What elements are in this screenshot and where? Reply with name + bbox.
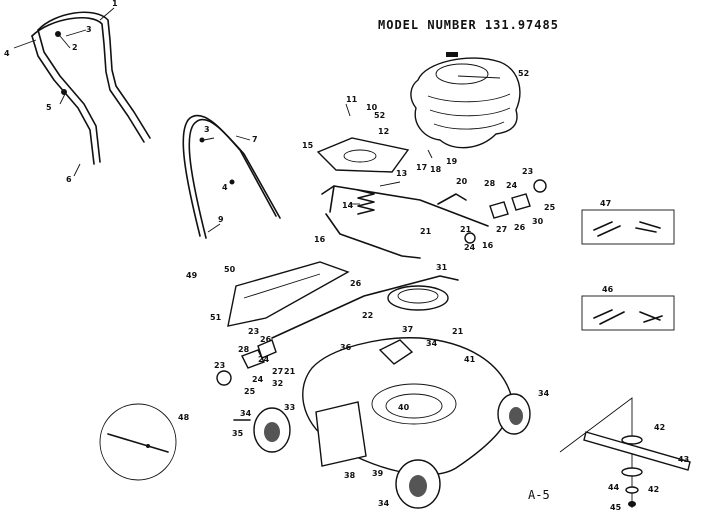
callout-label: 4 (222, 183, 228, 192)
callout-label: 12 (378, 127, 390, 136)
callout-label: 26 (514, 223, 526, 232)
bearing-ring (387, 285, 449, 311)
callout-label: 16 (314, 235, 326, 244)
callout-label: 33 (284, 403, 296, 412)
page-reference: A-5 (528, 488, 550, 502)
callout-leader-lines (13, 7, 501, 233)
right-adjuster-parts (437, 179, 547, 244)
left-adjuster-parts (216, 339, 277, 421)
callout-label: 21 (420, 227, 432, 236)
callout-label: 32 (272, 379, 284, 388)
callout-label: 18 (430, 165, 442, 174)
callout-label: 21 (460, 225, 472, 234)
rear-axle-rod (271, 275, 459, 339)
callout-label: 38 (344, 471, 356, 480)
callout-label: 51 (210, 313, 222, 322)
callout-label: 16 (482, 241, 494, 250)
callout-label: 37 (402, 325, 414, 334)
callout-label: 21 (284, 367, 296, 376)
callout-label: 24 (506, 181, 518, 190)
callout-label: 23 (248, 327, 260, 336)
callout-label: 6 (66, 175, 72, 184)
callout-label: 34 (378, 499, 390, 508)
spring (357, 189, 375, 215)
callout-label: 44 (608, 483, 620, 492)
upper-handle (31, 11, 151, 165)
callout-label: 25 (244, 387, 256, 396)
blade-assembly (559, 397, 691, 508)
callout-label: 36 (340, 343, 352, 352)
callout-label: 13 (396, 169, 408, 178)
callout-label: 41 (464, 355, 476, 364)
callout-label: 52 (374, 111, 386, 120)
callout-label: 30 (532, 217, 544, 226)
callout-label: 9 (218, 215, 224, 224)
mower-deck (302, 337, 513, 476)
callout-label: 45 (610, 503, 622, 512)
callout-label: 52 (518, 69, 530, 78)
lower-handle (182, 114, 281, 239)
wheel-rear-right (497, 393, 531, 435)
callout-label: 17 (416, 163, 428, 172)
callout-label: 19 (446, 157, 458, 166)
callout-label: 50 (224, 265, 236, 274)
callout-label: 22 (362, 311, 374, 320)
callout-label: 34 (538, 389, 550, 398)
callout-label: 5 (46, 103, 52, 112)
callout-label: 28 (484, 179, 496, 188)
callout-label: 40 (398, 403, 410, 412)
parts-bag-46 (581, 295, 675, 331)
callout-label: 46 (602, 285, 614, 294)
callout-label: 49 (186, 271, 198, 280)
callout-label: 2 (72, 43, 78, 52)
wheel-rear-left (253, 407, 291, 453)
callout-label: 42 (648, 485, 660, 494)
callout-label: 7 (252, 135, 258, 144)
model-number-title: MODEL NUMBER 131.97485 (378, 18, 559, 32)
callout-label: 39 (372, 469, 384, 478)
discharge-deflector (227, 261, 350, 327)
callout-label: 26 (260, 335, 272, 344)
callout-label: 27 (272, 367, 284, 376)
callout-label: 28 (238, 345, 250, 354)
parts-bag-47 (581, 209, 675, 245)
callout-label: 27 (496, 225, 508, 234)
wheel-front-left (395, 459, 441, 509)
callout-label: 24 (252, 375, 264, 384)
callout-label: 23 (214, 361, 226, 370)
callout-label: 34 (426, 339, 438, 348)
engine (410, 52, 521, 149)
callout-label: 48 (178, 413, 190, 422)
wheel-adjuster-rod (321, 185, 489, 259)
callout-label: 11 (346, 95, 358, 104)
callout-label: 47 (600, 199, 612, 208)
callout-label: 14 (342, 201, 354, 210)
callout-label: 42 (654, 423, 666, 432)
callout-label: 21 (452, 327, 464, 336)
engine-mounting-plate (316, 137, 410, 173)
callout-label: 23 (522, 167, 534, 176)
callout-label: 31 (436, 263, 448, 272)
callout-label: 43 (678, 455, 690, 464)
callout-label: 26 (350, 279, 362, 288)
callout-label: 1 (112, 0, 118, 8)
callout-label: 3 (204, 125, 210, 134)
callout-label: 25 (544, 203, 556, 212)
callout-label: 4 (4, 49, 10, 58)
callout-label: 34 (240, 409, 252, 418)
callout-label: 20 (456, 177, 468, 186)
callout-label: 35 (232, 429, 244, 438)
callout-label: 3 (86, 25, 92, 34)
callout-label: 10 (366, 103, 378, 112)
callout-label: 15 (302, 141, 314, 150)
blade-detail-inset (99, 403, 177, 481)
callout-label: 24 (464, 243, 476, 252)
callout-label: 24 (258, 355, 270, 364)
